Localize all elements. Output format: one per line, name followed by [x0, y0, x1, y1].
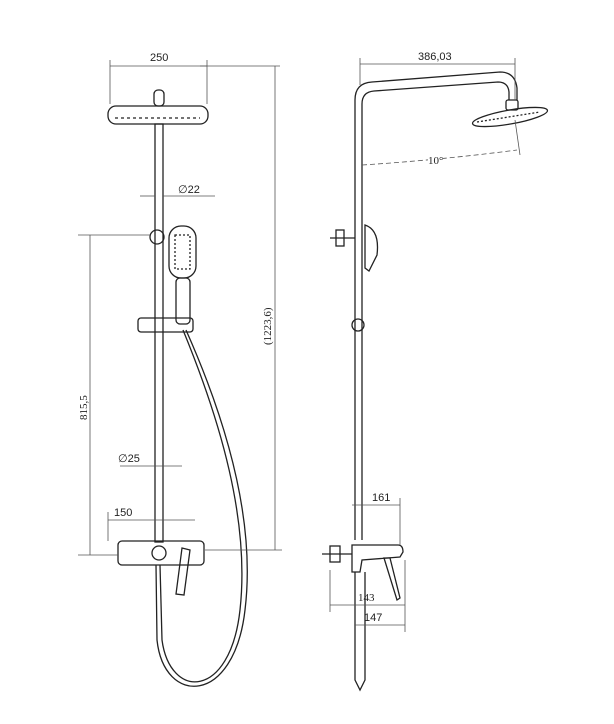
front-mixer-offset-dim: 150	[114, 507, 133, 519]
rod-diameter-top-value: 22	[187, 184, 200, 196]
front-mixer	[117, 540, 205, 566]
diameter-symbol: ∅	[178, 184, 188, 196]
side-mixer-depth-dim: 161	[372, 492, 391, 504]
front-rod-diameter-top: ∅22	[178, 183, 200, 196]
rod-diameter-bottom-value: 25	[127, 453, 140, 465]
front-total-height-dim: (1223,6)	[262, 307, 274, 345]
side-mixer	[351, 544, 404, 573]
diameter-symbol: ∅	[118, 453, 128, 465]
front-mixer-handle	[175, 547, 191, 596]
side-head-angle-dim: 10°	[428, 155, 444, 167]
side-dimensions	[329, 58, 521, 632]
side-arm	[354, 71, 518, 540]
front-hose	[159, 329, 243, 683]
front-width-dim: 250	[150, 52, 169, 64]
side-arm-reach-dim: 386,03	[418, 51, 452, 63]
side-mixer-handle	[383, 557, 401, 602]
side-handle-depth-dim: 143	[358, 592, 375, 604]
side-shower-head	[471, 106, 549, 128]
front-rod	[154, 123, 164, 543]
front-view	[107, 89, 248, 687]
front-rod-diameter-bottom: ∅25	[118, 452, 140, 465]
front-slider-bracket	[137, 317, 194, 333]
front-hand-shower	[168, 225, 197, 279]
side-spout-depth-dim: 147	[364, 612, 383, 624]
front-mixer-height-dim: 815,5	[78, 395, 90, 420]
side-valve-lever	[364, 224, 379, 272]
side-hose	[354, 572, 366, 692]
front-shower-head	[107, 105, 209, 125]
front-dimensions	[78, 60, 282, 556]
side-slider-ball	[351, 318, 365, 332]
front-head-connector	[153, 89, 165, 107]
